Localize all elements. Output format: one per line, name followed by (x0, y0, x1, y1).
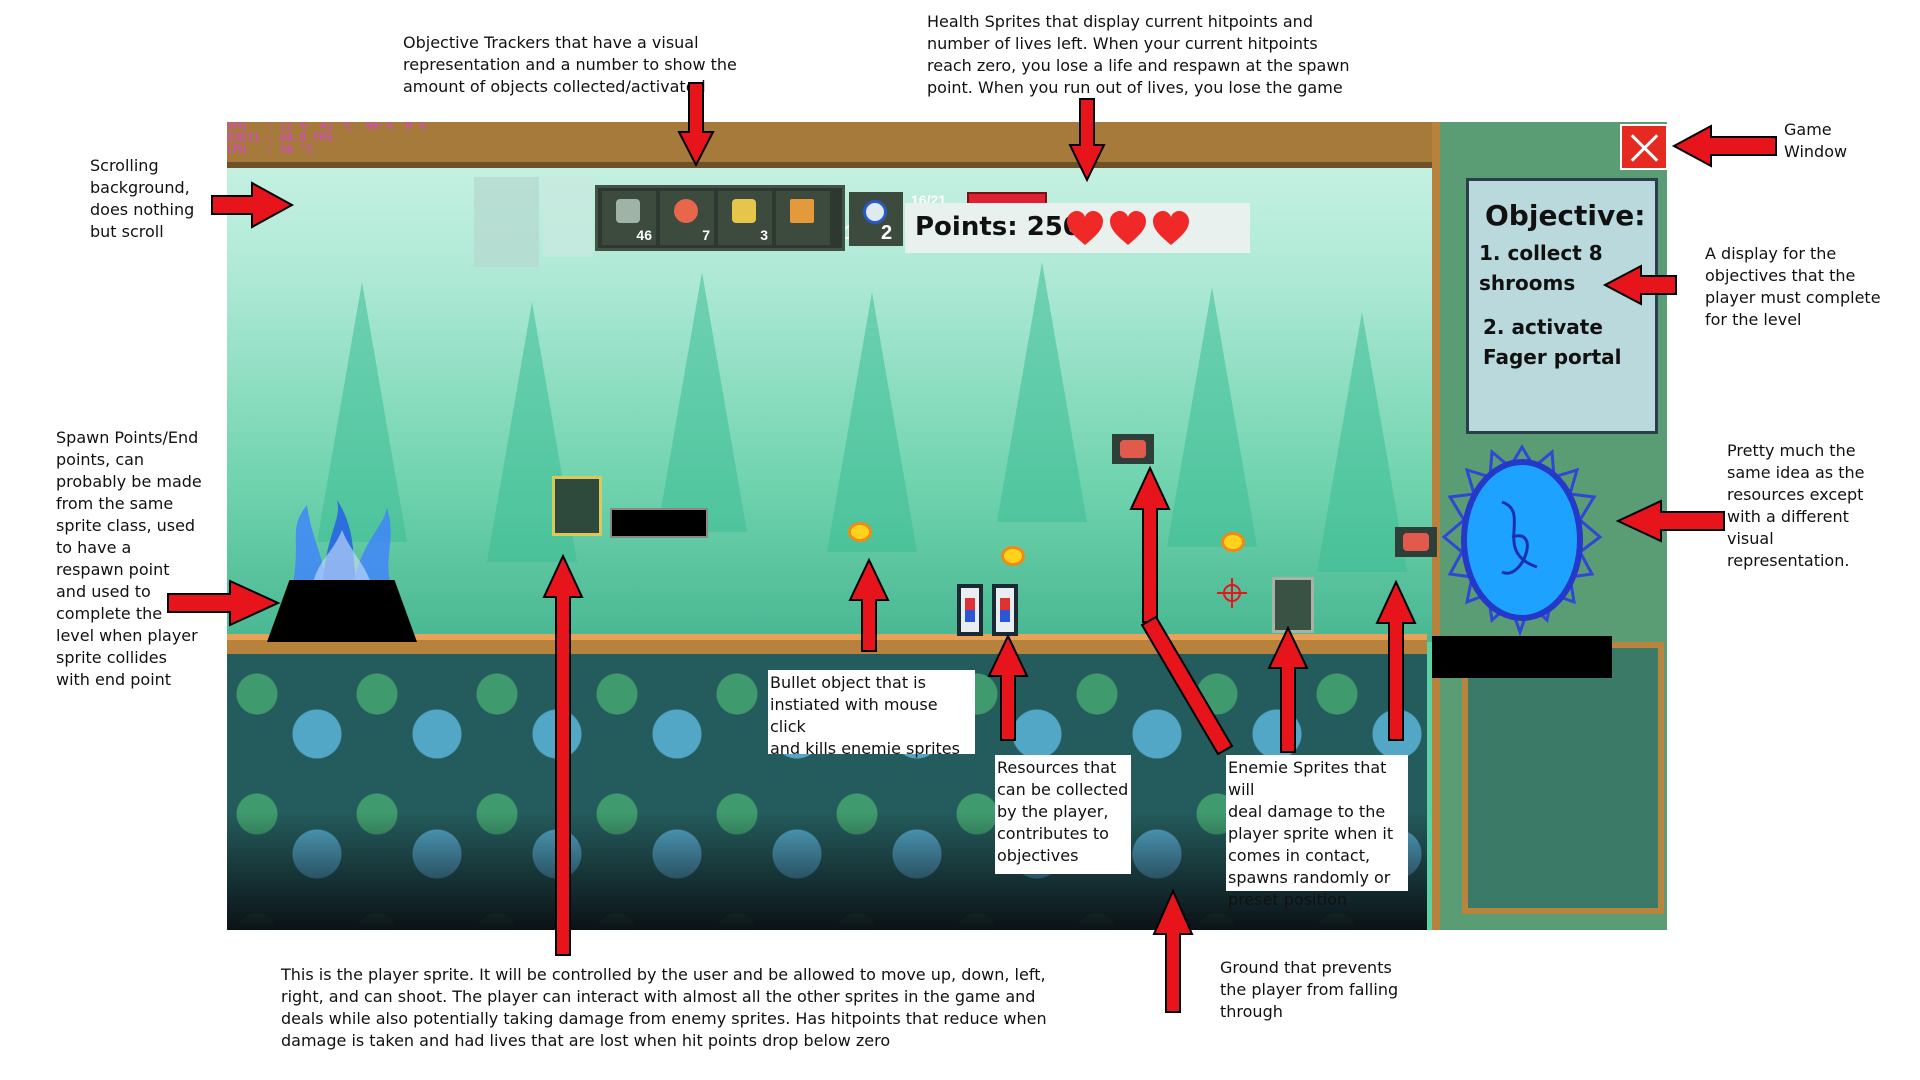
hud-ghost-panel (543, 177, 593, 257)
debug-overlay: GPU : 12 % 41 °C 86 % 0 % D3D11 : 60.0 F… (227, 122, 426, 156)
note-resources: Resources that can be collected by the p… (995, 755, 1131, 874)
note-objective-trackers: Objective Trackers that have a visual re… (403, 33, 737, 96)
note-player: This is the player sprite. It will be co… (281, 965, 1047, 1050)
close-button[interactable] (1620, 124, 1667, 170)
bullet (1221, 532, 1245, 552)
ceiling-terrain (227, 122, 1432, 168)
tracker-count: 46 (636, 227, 652, 243)
note-spawn-points: Spawn Points/End points, can probably be… (56, 428, 202, 689)
background-spike (317, 282, 407, 542)
gem-icon (732, 199, 756, 223)
background-spike (827, 292, 917, 552)
heart-icon (1067, 211, 1103, 245)
end-point (1432, 636, 1612, 678)
player-health-bar (610, 508, 708, 538)
background-spike (657, 272, 747, 532)
note-scrolling-background: Scrolling background, does nothing but s… (90, 156, 195, 241)
tracker-slot-canister: 46 (602, 191, 656, 245)
tracker-count: 2 (881, 222, 893, 244)
points-panel: Points: 250 (905, 203, 1250, 253)
capsule-icon (863, 200, 887, 224)
heart-icon (1110, 211, 1146, 245)
tracker-slot-moth (776, 191, 830, 245)
tracker-slot-gem: 3 (718, 191, 772, 245)
spawn-flame-icon (292, 500, 392, 588)
enemy-robot-sprite (1272, 577, 1314, 633)
tracker-slot-shroom: 7 (660, 191, 714, 245)
bullet (848, 522, 872, 542)
tracker-count: 7 (702, 227, 710, 243)
heart-icon (1153, 211, 1189, 245)
game-window[interactable]: GPU : 12 % 41 °C 86 % 0 % D3D11 : 60.0 F… (227, 122, 1667, 930)
portal-icon (1442, 444, 1602, 637)
objective-panel: Objective: 1. collect 8 shrooms 2. activ… (1466, 178, 1658, 434)
resource-canister (957, 584, 983, 636)
hud-ghost-panel (474, 177, 539, 267)
enemy-sprite (1395, 527, 1437, 557)
player-sprite (552, 476, 602, 536)
spawn-point (267, 580, 417, 642)
objective-trackers: 46 7 3 (595, 185, 845, 251)
canister-icon (616, 199, 640, 223)
objective-item: 1. collect 8 shrooms (1479, 241, 1603, 295)
arrow-left-icon (1671, 124, 1777, 168)
tracker-count: 3 (760, 227, 768, 243)
background-spike (997, 262, 1087, 522)
crosshair-icon (1217, 578, 1247, 608)
note-game-window: Game Window (1784, 120, 1848, 161)
background-spike (1317, 312, 1407, 572)
objective-title: Objective: (1485, 199, 1646, 232)
points-text: Points: 250 (915, 212, 1081, 242)
note-ground: Ground that prevents the player from fal… (1220, 958, 1399, 1021)
bullet (1001, 546, 1025, 566)
note-portal: Pretty much the same idea as the resourc… (1727, 441, 1865, 570)
moth-icon (790, 199, 814, 223)
note-enemies: Enemie Sprites that will deal damage to … (1226, 755, 1408, 909)
shroom-icon (674, 199, 698, 223)
tracker-slot-capsule (849, 192, 903, 246)
enemy-sprite (1112, 434, 1154, 464)
note-objectives-display: A display for the objectives that the pl… (1705, 244, 1881, 329)
objective-item: 2. activate Fager portal (1483, 315, 1622, 369)
resource-canister (992, 584, 1018, 636)
background-spike (1167, 287, 1257, 547)
right-terrain-pit (1462, 642, 1664, 914)
note-health-sprites: Health Sprites that display current hitp… (927, 12, 1350, 97)
note-bullet: Bullet object that is instiated with mou… (768, 670, 975, 758)
